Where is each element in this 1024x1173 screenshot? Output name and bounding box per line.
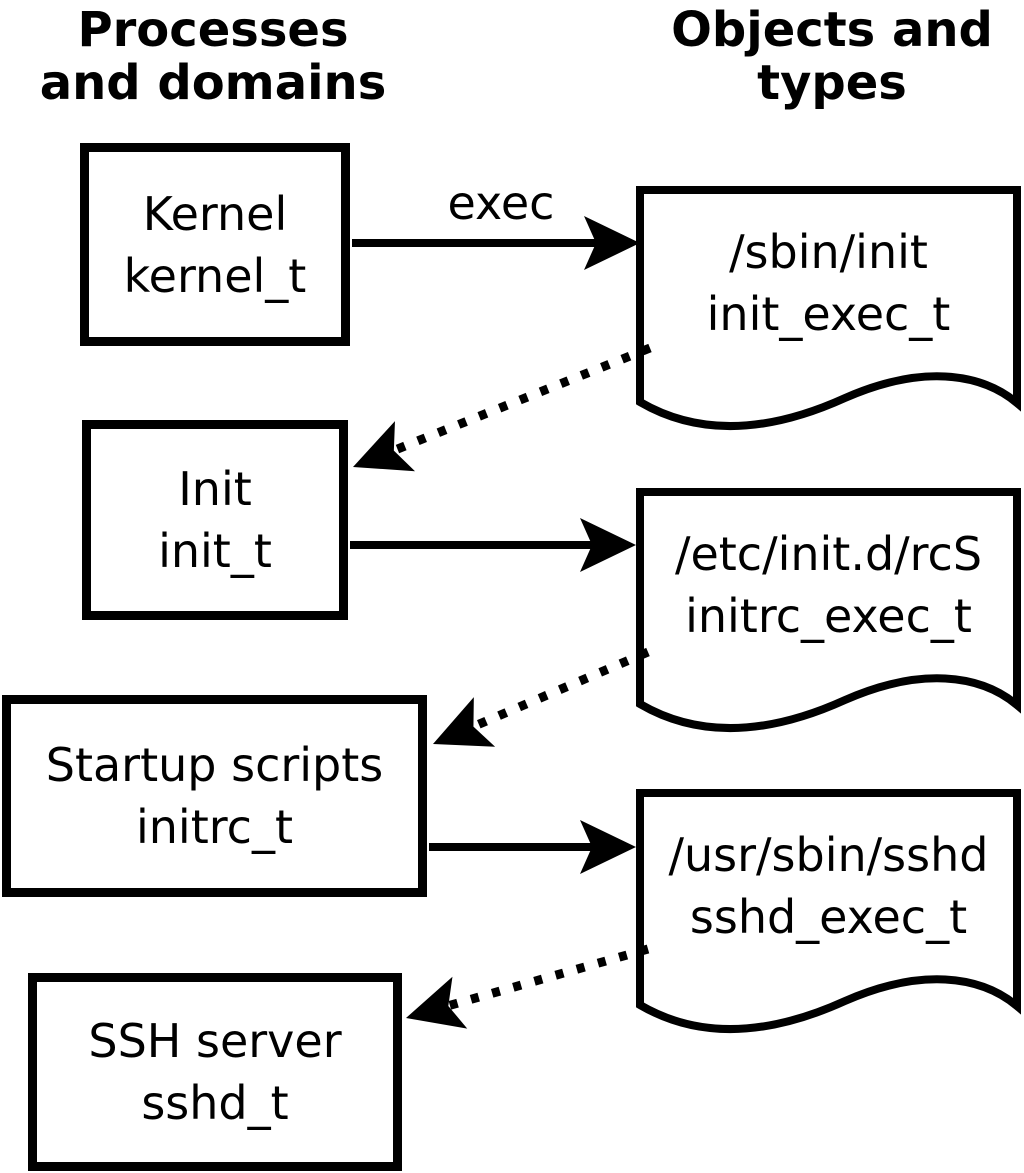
dotted-arrow-sshd-exec-to-sshd [406, 944, 650, 1029]
object-path: /sbin/init [729, 224, 928, 279]
process-name: Init [178, 462, 252, 516]
process-name: Kernel [142, 186, 288, 241]
object-type: initrc_exec_t [685, 588, 972, 643]
column-heading-objects: Objects and types [640, 4, 1024, 110]
process-box-init: Init init_t [82, 420, 348, 620]
object-label-usr-sbin-sshd: /usr/sbin/sshd sshd_exec_t [640, 798, 1017, 973]
document-shape-sbin-init [636, 186, 1021, 430]
process-name: Startup scripts [45, 738, 384, 792]
edge-label-exec: exec [447, 176, 555, 230]
process-box-startup-scripts: Startup scripts initrc_t [2, 695, 427, 897]
object-path: /usr/sbin/sshd [668, 827, 989, 882]
object-type: sshd_exec_t [689, 889, 968, 944]
object-label-etc-initd-rcs: /etc/init.d/rcS initrc_exec_t [640, 497, 1017, 672]
heading-line: types [757, 55, 907, 111]
object-label-sbin-init: /sbin/init init_exec_t [640, 195, 1017, 370]
heading-line: Objects and [671, 2, 993, 58]
object-path: /etc/init.d/rcS [674, 526, 983, 581]
heading-line: and domains [39, 55, 387, 111]
object-type: init_exec_t [706, 286, 951, 341]
solid-arrow-init-to-initrc-exec [350, 518, 636, 572]
process-box-ssh-server: SSH server sshd_t [28, 973, 402, 1171]
document-shape-usr-sbin-sshd [636, 789, 1021, 1033]
solid-arrow-initrc-to-sshd-exec [429, 820, 636, 874]
document-shape-etc-initd-rcs [636, 488, 1021, 732]
solid-arrow-kernel-to-init-exec [352, 216, 640, 270]
dotted-arrow-initrc-exec-to-initrc [433, 647, 650, 747]
column-heading-processes: Processes and domains [23, 4, 403, 110]
process-box-kernel: Kernel kernel_t [80, 143, 350, 346]
process-domain: initrc_t [136, 800, 293, 854]
process-domain: init_t [158, 524, 272, 578]
dotted-arrow-init-exec-to-init [353, 343, 652, 472]
process-domain: kernel_t [123, 248, 307, 303]
process-domain: sshd_t [141, 1076, 289, 1130]
process-name: SSH server [88, 1014, 342, 1068]
heading-line: Processes [77, 2, 349, 58]
